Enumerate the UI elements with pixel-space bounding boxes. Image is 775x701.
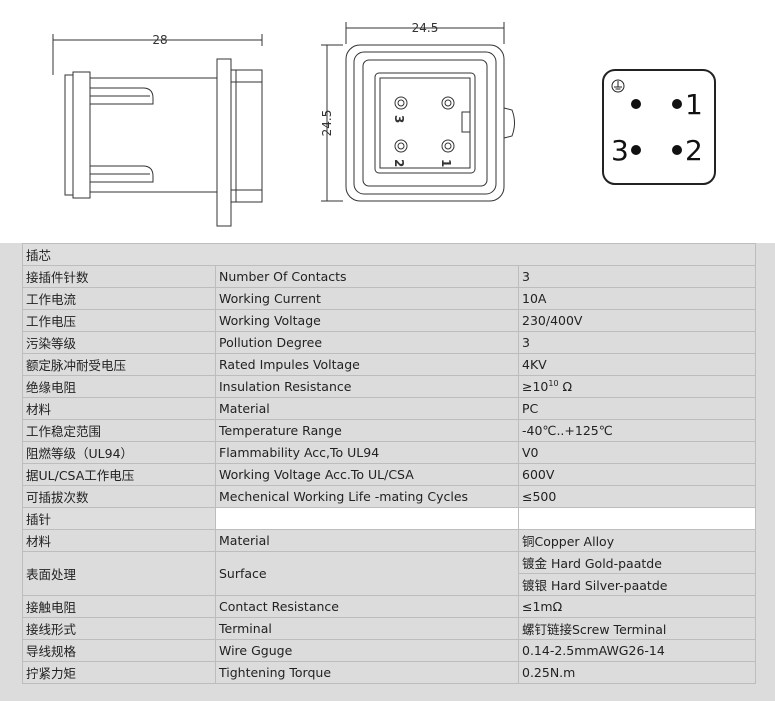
front-view-drawing: 24.5 24.5 3 2 1: [320, 21, 515, 202]
value: 0.25N.m: [518, 661, 756, 684]
cn-label: 拧紧力矩: [22, 661, 216, 684]
table-row: 可插拔次数 Mechenical Working Life -mating Cy…: [22, 485, 756, 508]
en-label: Working Voltage Acc.To UL/CSA: [215, 463, 519, 486]
section-title: 插芯: [22, 243, 756, 266]
en-label: Tightening Torque: [215, 661, 519, 684]
table-row: 接触电阻 Contact Resistance ≤1mΩ: [22, 595, 756, 618]
spec-table: 插芯 接插件针数 Number Of Contacts 3 工作电流 Worki…: [22, 243, 756, 684]
value: 3: [518, 265, 756, 288]
en-label: Pollution Degree: [215, 331, 519, 354]
cn-label: 材料: [22, 397, 216, 420]
en-label: Flammability Acc,To UL94: [215, 441, 519, 464]
pin-dot-ground: [631, 99, 641, 109]
cn-label: 工作电流: [22, 287, 216, 310]
table-row: 工作电压 Working Voltage 230/400V: [22, 309, 756, 332]
table-row: 接插件针数 Number Of Contacts 3: [22, 265, 756, 288]
en-label: Material: [215, 397, 519, 420]
value: -40℃..+125℃: [518, 419, 756, 442]
pinout-label-2: 2: [685, 134, 703, 167]
pin-dot-2: [672, 145, 682, 155]
en-label: Wire Gguge: [215, 639, 519, 662]
value: 3: [518, 331, 756, 354]
value: 铜Copper Alloy: [518, 529, 756, 552]
en-label: Number Of Contacts: [215, 265, 519, 288]
table-row: 拧紧力矩 Tightening Torque 0.25N.m: [22, 661, 756, 684]
cn-label: 可插拔次数: [22, 485, 216, 508]
cn-label: 导线规格: [22, 639, 216, 662]
table-row: 额定脉冲耐受电压 Rated Impules Voltage 4KV: [22, 353, 756, 376]
table-row: 工作电流 Working Current 10A: [22, 287, 756, 310]
value-exponent: 10: [548, 378, 559, 388]
pinout-label-1: 1: [685, 88, 703, 121]
cn-label: 阻燃等级（UL94）: [22, 441, 216, 464]
value: 230/400V: [518, 309, 756, 332]
cn-label: 接触电阻: [22, 595, 216, 618]
section-header-pin: 插针: [22, 507, 756, 530]
en-label: Surface: [215, 551, 519, 596]
cn-label: 绝缘电阻: [22, 375, 216, 398]
cn-label: 工作电压: [22, 309, 216, 332]
value: ≤1mΩ: [518, 595, 756, 618]
table-row: 接线形式 Terminal 螺钉链接Screw Terminal: [22, 617, 756, 640]
cn-label: 污染等级: [22, 331, 216, 354]
table-row: 工作稳定范围 Temperature Range -40℃..+125℃: [22, 419, 756, 442]
table-row: 材料 Material 铜Copper Alloy: [22, 529, 756, 552]
value: 镀金 Hard Gold-paatde: [518, 551, 756, 574]
en-label: Contact Resistance: [215, 595, 519, 618]
front-pin-label-1: 1: [439, 159, 453, 167]
value: 10A: [518, 287, 756, 310]
pinout-diagram: 1 2 3: [602, 69, 716, 185]
front-width-label: 24.5: [412, 21, 439, 35]
value: ≥1010 Ω: [518, 375, 756, 398]
front-pin-label-3: 3: [392, 115, 406, 123]
value-prefix: ≥10: [522, 379, 549, 395]
table-row: 污染等级 Pollution Degree 3: [22, 331, 756, 354]
en-label: Rated Impules Voltage: [215, 353, 519, 376]
technical-drawings: 28 24.5 24.5 3 2 1: [52, 21, 716, 227]
cn-label: 表面处理: [22, 551, 216, 596]
en-label: Working Voltage: [215, 309, 519, 332]
ground-icon: [611, 79, 625, 93]
value-unit: Ω: [558, 379, 573, 395]
cn-label: 材料: [22, 529, 216, 552]
value: ≤500: [518, 485, 756, 508]
cn-label: 额定脉冲耐受电压: [22, 353, 216, 376]
en-label: Temperature Range: [215, 419, 519, 442]
table-row: 绝缘电阻 Insulation Resistance ≥1010 Ω: [22, 375, 756, 398]
table-row: 镀银 Hard Silver-paatde: [23, 573, 756, 596]
cn-label: 工作稳定范围: [22, 419, 216, 442]
front-pin-label-2: 2: [392, 159, 406, 167]
section-title: 插针: [22, 507, 216, 530]
value: 螺钉链接Screw Terminal: [518, 617, 756, 640]
table-row: 阻燃等级（UL94） Flammability Acc,To UL94 V0: [22, 441, 756, 464]
value: V0: [518, 441, 756, 464]
en-label: Mechenical Working Life -mating Cycles: [215, 485, 519, 508]
side-view-drawing: 28: [52, 33, 263, 227]
pin-dot-1: [672, 99, 682, 109]
value: PC: [518, 397, 756, 420]
pinout-label-3: 3: [611, 134, 629, 167]
value: 4KV: [518, 353, 756, 376]
en-label: Working Current: [215, 287, 519, 310]
table-row: 导线规格 Wire Gguge 0.14-2.5mmAWG26-14: [22, 639, 756, 662]
value: 600V: [518, 463, 756, 486]
value: 0.14-2.5mmAWG26-14: [518, 639, 756, 662]
section-header-insert: 插芯: [22, 243, 756, 266]
cn-label: 接插件针数: [22, 265, 216, 288]
en-label: Terminal: [215, 617, 519, 640]
en-label: Insulation Resistance: [215, 375, 519, 398]
table-row: 材料 Material PC: [22, 397, 756, 420]
side-dimension-label: 28: [152, 33, 167, 47]
blank-cell: [518, 507, 756, 530]
front-height-label: 24.5: [320, 110, 334, 137]
value: 镀银 Hard Silver-paatde: [518, 573, 756, 596]
blank-cell: [215, 507, 519, 530]
pin-dot-3: [631, 145, 641, 155]
table-row: 表面处理 Surface 镀金 Hard Gold-paatde: [22, 551, 756, 596]
cn-label: 据UL/CSA工作电压: [22, 463, 216, 486]
table-row: 据UL/CSA工作电压 Working Voltage Acc.To UL/CS…: [22, 463, 756, 486]
en-label: Material: [215, 529, 519, 552]
cn-label: 接线形式: [22, 617, 216, 640]
